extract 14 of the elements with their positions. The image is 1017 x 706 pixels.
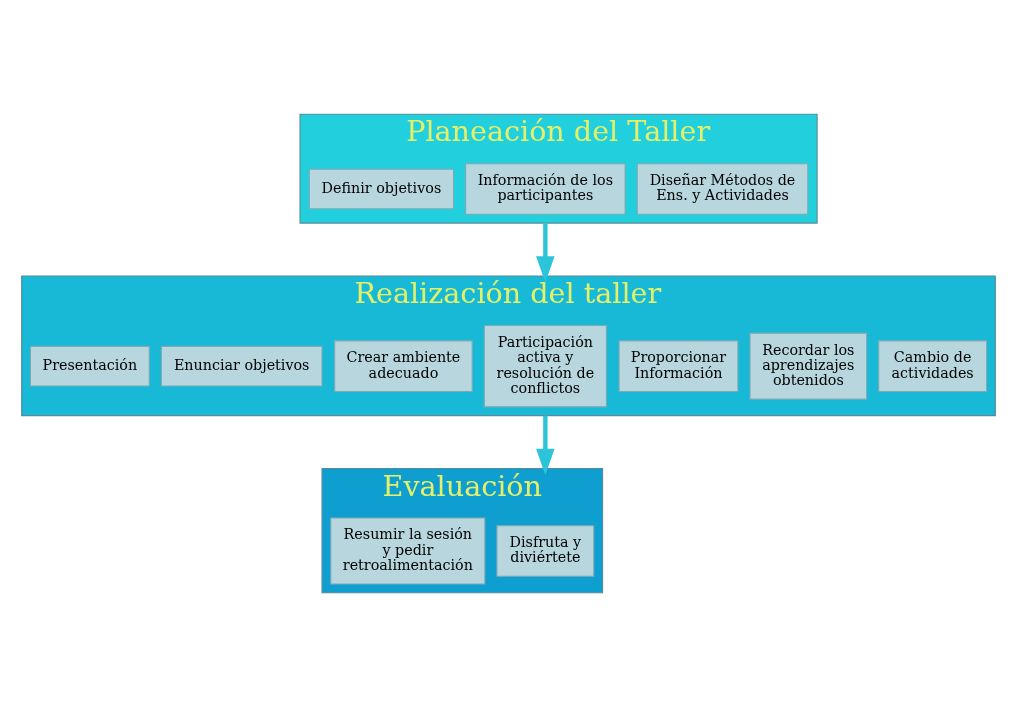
node-box: Resumir la sesión y pedir retroalimentación	[330, 516, 486, 585]
node-box: Diseñar Métodos de Ens. y Actividades	[636, 162, 809, 215]
arrow	[536, 222, 555, 283]
arrow	[536, 415, 555, 475]
node-box: Presentación	[29, 345, 150, 386]
node-box: Disfruta y diviértete	[496, 524, 595, 577]
node-box: Información de los participantes	[465, 162, 626, 215]
node-box: Crear ambiente adecuado	[334, 339, 473, 392]
node-box: Cambio de actividades	[878, 339, 988, 392]
node-box: Definir objetivos	[308, 168, 455, 209]
node-box: Proporcionar Información	[618, 339, 739, 392]
node-box: Participación activa y resolución de conflictos	[483, 324, 607, 407]
node-box: Recordar los aprendizajes obtenidos	[749, 332, 868, 400]
node-box: Enunciar objetivos	[160, 345, 323, 386]
